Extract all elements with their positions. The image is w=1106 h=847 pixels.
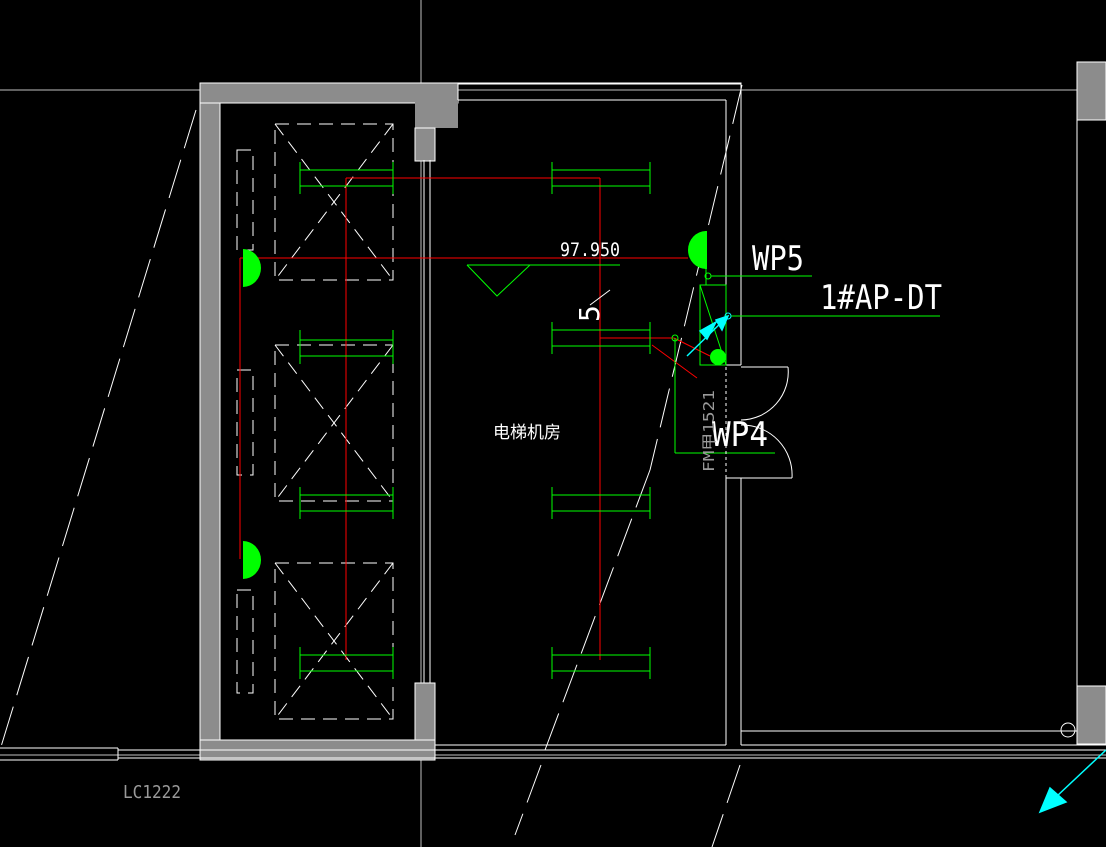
fixture-6 <box>551 322 651 354</box>
room-name-label: 电梯机房 <box>493 423 561 443</box>
cyan-arrow-icon <box>686 314 730 357</box>
column-marker <box>1060 722 1076 738</box>
window-code-label: LC1222 <box>123 782 181 803</box>
elevation-label: 97.950 <box>560 239 620 261</box>
red-conduits <box>239 177 711 660</box>
fixture-7 <box>551 487 651 519</box>
cyan-arrow-icon <box>1038 749 1106 814</box>
half-circle-lamp-icon <box>243 541 261 579</box>
panel-label-ap-dt: 1#AP-DT <box>820 278 942 318</box>
panel-label-wp5: WP5 <box>752 239 804 279</box>
door <box>725 366 793 479</box>
green-fixtures <box>299 162 651 679</box>
door-code-label: FM甲1521 <box>700 390 718 472</box>
panel-label-wp4: WP4 <box>712 415 768 455</box>
dashed-diagonals <box>0 84 743 847</box>
wall-lines <box>0 82 1106 761</box>
half-circle-lamp-icon <box>688 231 706 269</box>
fixture-2 <box>299 330 394 364</box>
fixture-4 <box>299 647 394 679</box>
half-circle-lamp-icon <box>243 249 261 287</box>
number-5-label: 5 <box>573 305 606 322</box>
equipment-outlines <box>236 123 394 720</box>
fixture-5 <box>551 162 651 194</box>
elevation-marker <box>466 264 620 297</box>
fixture-8 <box>551 647 651 679</box>
panel-indicator-icon <box>710 349 726 365</box>
fixture-3 <box>299 487 394 519</box>
slash-mark <box>589 289 611 306</box>
fixture-1 <box>299 162 394 194</box>
